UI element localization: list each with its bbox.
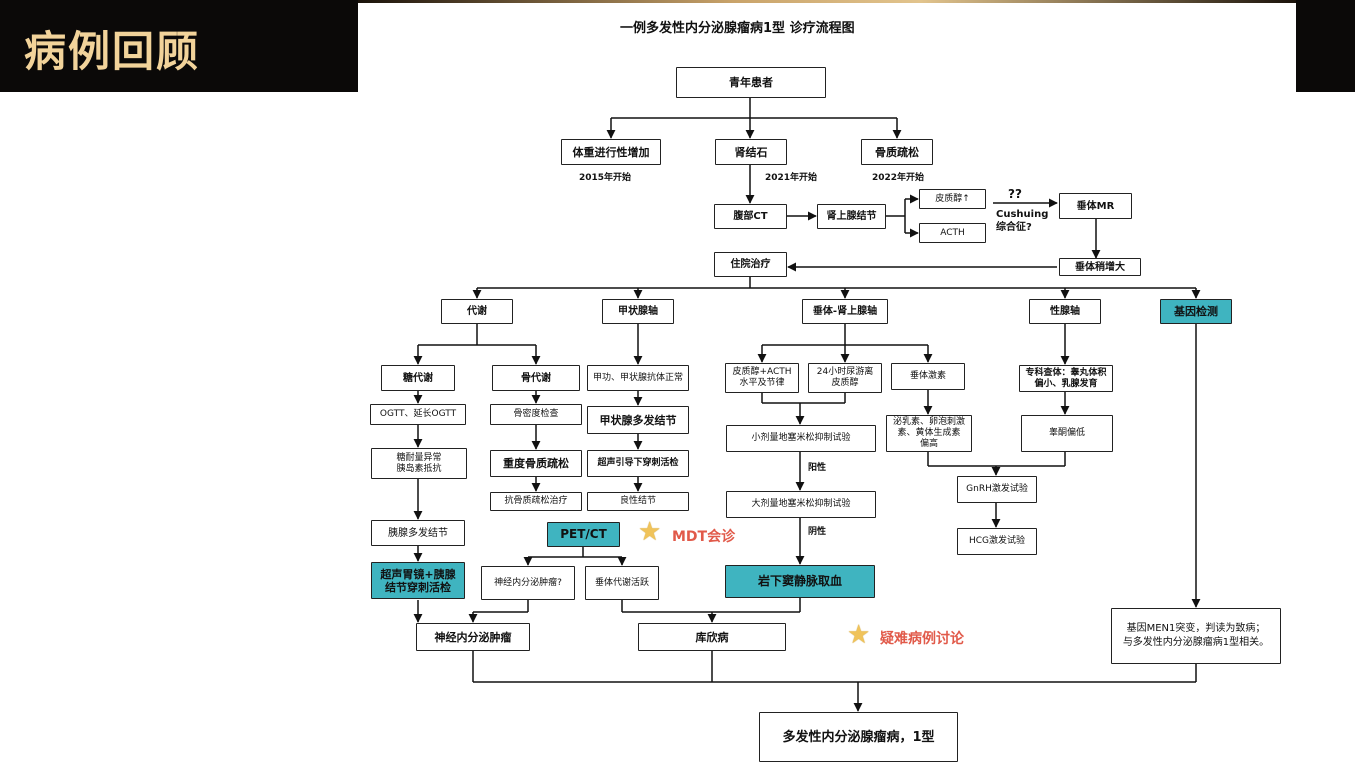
- star-icon: ★: [847, 620, 871, 650]
- node-gonad-axis: 性腺轴: [1029, 299, 1101, 324]
- node-bmd: 骨密度检查: [490, 404, 582, 425]
- node-low-dex: 小剂量地塞米松抑制试验: [726, 425, 876, 452]
- node-hospital: 住院治疗: [714, 252, 787, 277]
- node-benign: 良性结节: [587, 492, 689, 511]
- node-ogtt: OGTT、延长OGTT: [370, 404, 466, 425]
- node-gene-test: 基因检测: [1160, 299, 1232, 324]
- node-pet-ct: PET/CT: [547, 522, 620, 547]
- node-severe-osteoporosis: 重度骨质疏松: [490, 450, 582, 477]
- node-metabolism: 代谢: [441, 299, 513, 324]
- label-year-2021: 2021年开始: [765, 173, 818, 183]
- node-prl-fsh-lh: 泌乳素、卵泡刺激 素、黄体生成素 偏高: [886, 415, 972, 452]
- label-cushing: Cushuing 综合征?: [996, 209, 1049, 233]
- node-anti-osteoporosis: 抗骨质疏松治疗: [490, 492, 582, 511]
- node-abd-ct: 腹部CT: [714, 204, 787, 229]
- node-net: 神经内分泌肿瘤: [416, 623, 530, 651]
- node-thyroid-axis: 甲状腺轴: [602, 299, 674, 324]
- label-negative: 阴性: [808, 527, 827, 537]
- node-pituitary-hormones: 垂体激素: [891, 363, 965, 390]
- node-adrenal-nodule: 肾上腺结节: [817, 204, 886, 229]
- node-cushing-disease: 库欣病: [638, 623, 786, 651]
- node-physical-exam: 专科查体：睾丸体积 偏小、乳腺发育: [1019, 365, 1113, 392]
- star-icon: ★: [638, 517, 662, 547]
- annotation-mdt: MDT会诊: [672, 529, 736, 545]
- node-pancreas-nodules: 胰腺多发结节: [371, 520, 465, 546]
- node-thyroid-function: 甲功、甲状腺抗体正常: [587, 365, 689, 391]
- header-banner: 病例回顾: [0, 0, 358, 92]
- node-us-biopsy: 超声引导下穿刺活检: [587, 450, 689, 477]
- node-glucose: 糖代谢: [381, 365, 455, 391]
- node-cortisol-up: 皮质醇↑: [919, 189, 986, 209]
- node-glucose-abnormal: 糖耐量异常 胰岛素抵抗: [371, 448, 467, 479]
- node-bone: 骨代谢: [492, 365, 580, 391]
- node-final-diagnosis: 多发性内分泌腺瘤病，1型: [759, 712, 958, 762]
- node-pituitary-active: 垂体代谢活跃: [585, 566, 659, 600]
- node-cortisol-acth: 皮质醇+ACTH 水平及节律: [725, 363, 799, 393]
- node-ipss: 岩下窦静脉取血: [725, 565, 875, 598]
- node-thyroid-nodules: 甲状腺多发结节: [587, 406, 689, 434]
- node-eus-biopsy: 超声胃镜+胰腺 结节穿刺活检: [371, 562, 465, 599]
- node-acth: ACTH: [919, 223, 986, 243]
- node-gnrh-test: GnRH激发试验: [957, 476, 1037, 503]
- label-positive: 阳性: [808, 463, 827, 473]
- label-year-2022: 2022年开始: [872, 173, 925, 183]
- node-pituitary-mr: 垂体MR: [1059, 193, 1132, 219]
- decorative-line: [358, 0, 1296, 3]
- node-ufc: 24小时尿游离 皮质醇: [808, 363, 882, 393]
- node-hcg-test: HCG激发试验: [957, 528, 1037, 555]
- banner-title: 病例回顾: [24, 27, 201, 76]
- node-pituitary-enlarge: 垂体稍增大: [1059, 258, 1141, 276]
- node-weight-gain: 体重进行性增加: [561, 139, 661, 165]
- header-banner-right: [1296, 0, 1355, 92]
- annotation-difficult-case: 疑难病例讨论: [880, 631, 964, 647]
- node-testosterone-low: 睾酮偏低: [1021, 415, 1113, 452]
- node-hpa-axis: 垂体-肾上腺轴: [802, 299, 888, 324]
- node-gene-result: 基因MEN1突变，判读为致病； 与多发性内分泌腺瘤病1型相关。: [1111, 608, 1281, 664]
- label-year-2015: 2015年开始: [579, 173, 632, 183]
- label-question: ??: [1008, 187, 1022, 201]
- node-youth: 青年患者: [676, 67, 826, 98]
- node-osteoporosis: 骨质疏松: [861, 139, 933, 165]
- node-net-question: 神经内分泌肿瘤?: [481, 566, 575, 600]
- node-high-dex: 大剂量地塞米松抑制试验: [726, 491, 876, 518]
- diagram-title: 一例多发性内分泌腺瘤病1型 诊疗流程图: [620, 21, 855, 36]
- node-kidney-stone: 肾结石: [715, 139, 787, 165]
